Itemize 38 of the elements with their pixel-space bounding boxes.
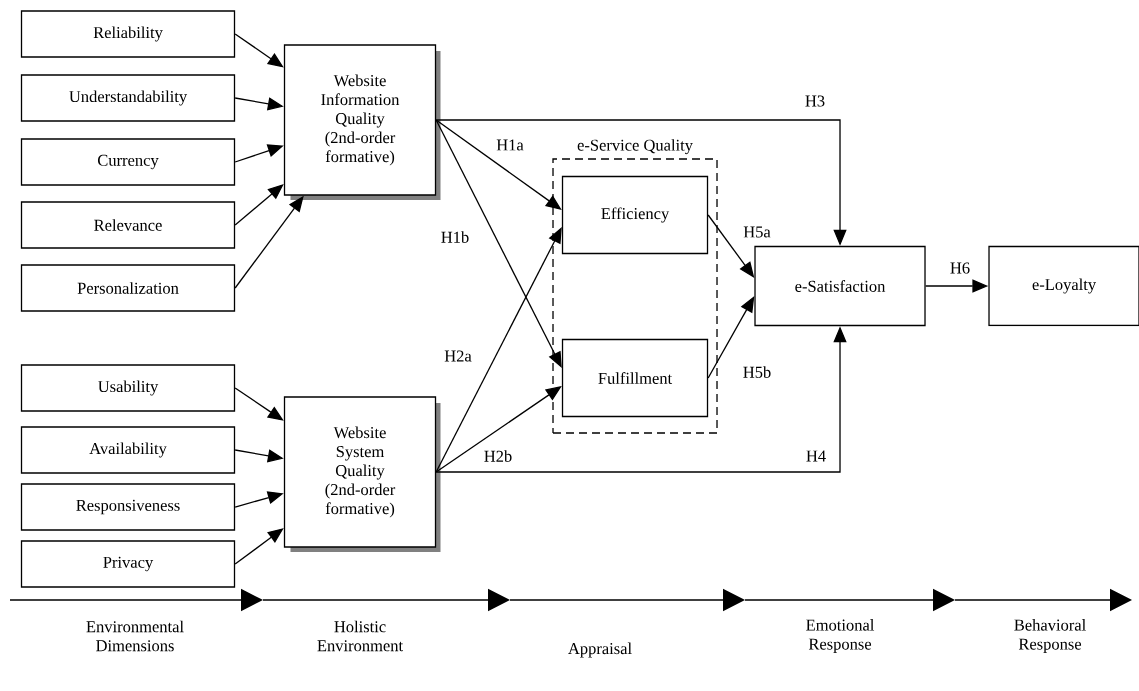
edge-label: H2a — [443, 349, 473, 363]
construct-box: Reliability — [20, 10, 236, 58]
arrow — [234, 387, 284, 421]
construct-box: Fulfillment — [561, 338, 709, 418]
construct-box: Understandability — [20, 74, 236, 122]
construct-box: Personalization — [20, 264, 236, 312]
stage-label: Holistic Environment — [317, 620, 403, 652]
edge-label: H3 — [803, 94, 827, 108]
edge-label: H4 — [804, 449, 828, 463]
node-label: e-Service Quality — [577, 139, 693, 155]
construct-box: Availability — [20, 426, 236, 474]
stage-label: Emotional Response — [806, 619, 875, 653]
construct-box: Privacy — [20, 540, 236, 588]
construct-box: Website System Quality (2nd-order formative) — [283, 396, 441, 552]
stage-label: Appraisal — [568, 642, 632, 658]
arrow — [234, 528, 284, 565]
edge-label: H5b — [741, 365, 773, 379]
arrow — [435, 227, 562, 473]
construct-box: Currency — [20, 138, 236, 186]
edge-label: H5a — [742, 225, 772, 239]
construct-box: Responsiveness — [20, 483, 236, 531]
construct-box: e-Satisfaction — [754, 245, 926, 327]
construct-box: Usability — [20, 364, 236, 412]
construct-box: Efficiency — [561, 175, 709, 255]
arrow — [435, 119, 562, 368]
edge-label: H1a — [495, 138, 525, 152]
edge-label: H6 — [948, 261, 972, 275]
arrow — [435, 386, 562, 473]
arrow — [435, 119, 562, 210]
construct-box: Relevance — [20, 201, 236, 249]
edge-label: H2b — [482, 449, 514, 463]
stage-label: Environmental Dimensions — [86, 620, 184, 652]
arrow — [707, 296, 755, 379]
edge-label: H1b — [439, 230, 471, 244]
arrow — [234, 33, 284, 68]
construct-box: e-Loyalty — [988, 245, 1139, 327]
stage-label: Behavioral Response — [1014, 619, 1086, 653]
construct-box: Website Information Quality (2nd-order formative) — [283, 44, 441, 200]
